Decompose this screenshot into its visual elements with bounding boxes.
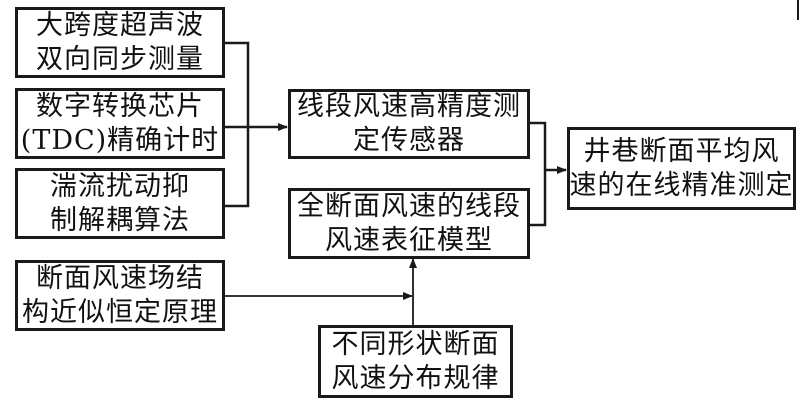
node-result: 井巷断面平均风 速的在线精准测定 (567, 127, 796, 210)
node-turbulence: 湍流扰动抑 制解耦算法 (15, 168, 225, 239)
bracket-left-inputs (224, 41, 250, 208)
node-principle: 断面风速场结 构近似恒定原理 (15, 260, 225, 331)
node-text: 湍流扰动抑 (50, 170, 190, 202)
node-text: (TDC)精确计时 (20, 124, 220, 156)
node-text: 速的在线精准测定 (569, 169, 794, 201)
node-text: 定传感器 (353, 125, 465, 156)
node-model: 全断面风速的线段 风速表征模型 (288, 188, 530, 259)
node-text: 数字转换芯片 (36, 90, 204, 122)
node-text: 双向同步测量 (36, 43, 204, 75)
node-distribution: 不同形状断面 风速分布规律 (318, 325, 513, 398)
node-text: 不同形状断面 (331, 328, 500, 360)
node-text: 断面风速场结 (36, 262, 204, 294)
node-text: 风速分布规律 (331, 362, 500, 394)
node-text: 制解耦算法 (50, 204, 190, 236)
bracket-sensor-model (529, 121, 547, 227)
node-tdc: 数字转换芯片 (TDC)精确计时 (15, 88, 225, 159)
node-text: 构近似恒定原理 (22, 296, 218, 328)
node-ultrasonic: 大跨度超声波 双向同步测量 (15, 7, 225, 78)
node-sensor: 线段风速高精度测 定传感器 (288, 89, 530, 159)
node-text: 全断面风速的线段 (297, 190, 521, 222)
node-text: 风速表征模型 (325, 224, 493, 256)
node-text: 线段风速高精度测 (297, 91, 521, 122)
node-text: 井巷断面平均风 (583, 135, 780, 167)
node-text: 大跨度超声波 (36, 9, 204, 41)
